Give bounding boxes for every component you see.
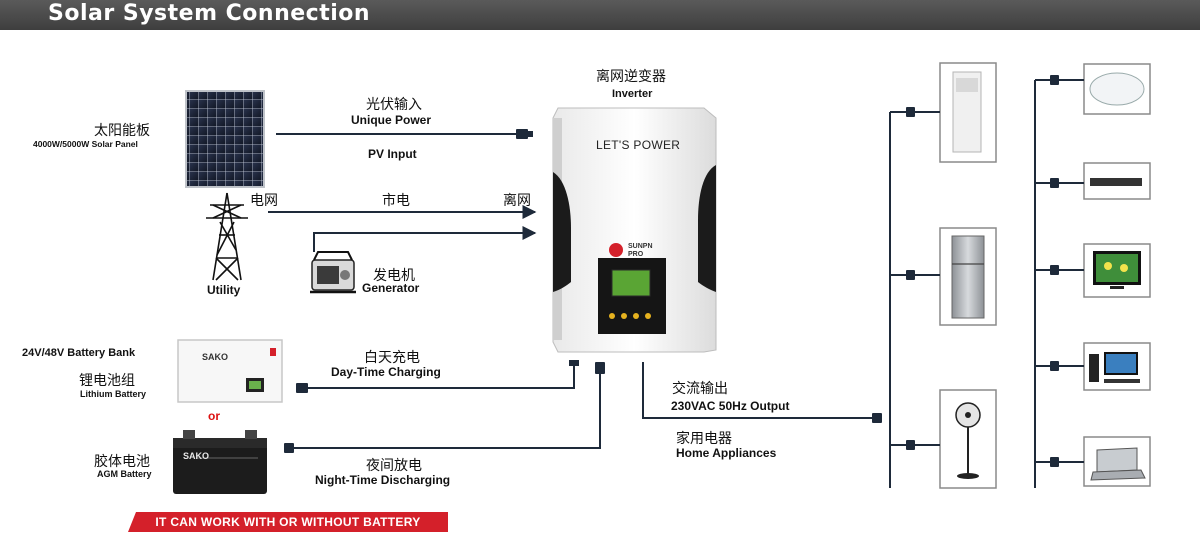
battery-note-text: IT CAN WORK WITH OR WITHOUT BATTERY: [155, 515, 421, 529]
appliances-label-en: Home Appliances: [676, 446, 777, 460]
utility-left-cn: 电网: [250, 193, 278, 209]
generator-label-en: Generator: [362, 281, 420, 295]
lithium-battery-icon: [177, 339, 283, 403]
inverter-sub-brand: SUNPN PRO: [628, 243, 653, 258]
lithium-label-cn: 锂电池组: [79, 373, 135, 389]
pv-label-en1: Unique Power: [351, 113, 432, 127]
charging-label-en: Day-Time Charging: [331, 365, 441, 379]
lithium-brand: SAKO: [202, 352, 229, 362]
battery-bank-title: 24V/48V Battery Bank: [22, 347, 136, 359]
utility-tower-icon: [206, 192, 248, 281]
solar-name-en: 4000W/5000W Solar Panel: [33, 139, 138, 149]
computer-icon: [1083, 342, 1151, 391]
laptop-icon: [1083, 436, 1151, 487]
inverter-unit: [552, 107, 717, 353]
refrigerator-icon: [939, 227, 997, 326]
solar-panel-icon: [185, 90, 265, 188]
discharging-label-en: Night-Time Discharging: [315, 473, 451, 487]
discharging-label-cn: 夜间放电: [366, 458, 422, 474]
generator-label-cn: 发电机: [373, 268, 415, 284]
utility-right-cn: 离网: [503, 193, 531, 209]
battery-or-label: or: [208, 409, 220, 423]
agm-brand: SAKO: [183, 451, 210, 461]
dvd-player-icon: [1083, 162, 1151, 200]
ceiling-light-icon: [1083, 63, 1151, 115]
cable-connectors: [284, 75, 1059, 467]
agm-label-cn: 胶体电池: [94, 454, 150, 470]
solar-name-cn: 太阳能板: [94, 123, 150, 139]
output-label-cn: 交流输出: [672, 381, 728, 397]
output-label-en: 230VAC 50Hz Output: [671, 399, 790, 413]
utility-mid-cn: 市电: [382, 193, 410, 209]
television-icon: [1083, 243, 1151, 298]
charging-label-cn: 白天充电: [364, 350, 420, 366]
header-bar: Solar System Connection: [0, 0, 1200, 30]
page-title: Solar System Connection: [48, 1, 371, 26]
air-conditioner-icon: [939, 62, 997, 163]
inverter-name-cn: 离网逆变器: [596, 69, 666, 85]
fan-icon: [939, 389, 997, 489]
banner-shape: [128, 512, 448, 532]
inverter-brand: LET'S POWER: [596, 138, 681, 152]
lithium-label-en: Lithium Battery: [80, 389, 147, 399]
pv-label-en2: PV Input: [368, 147, 417, 161]
pv-label-cn: 光伏输入: [366, 97, 422, 113]
generator-icon: [310, 251, 356, 294]
appliances-label-cn: 家用电器: [676, 431, 732, 447]
inverter-name-en: Inverter: [612, 88, 653, 100]
agm-label-en: AGM Battery: [97, 469, 152, 479]
agm-battery-icon: [173, 430, 267, 494]
battery-note-banner: IT CAN WORK WITH OR WITHOUT BATTERY: [128, 512, 448, 532]
utility-label-en: Utility: [207, 283, 241, 297]
